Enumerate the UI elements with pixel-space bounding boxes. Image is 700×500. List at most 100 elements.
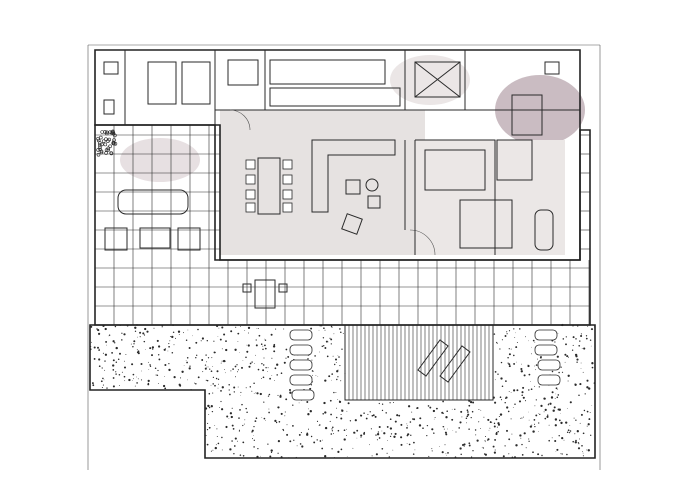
- gravel-dot: [567, 374, 570, 377]
- gravel-dot: [273, 343, 276, 346]
- gravel-dot: [185, 360, 187, 361]
- gravel-dot: [510, 392, 512, 393]
- gravel-dot: [378, 437, 381, 439]
- gravel-dot: [566, 431, 569, 433]
- gravel-dot: [285, 398, 288, 401]
- gravel-dot: [229, 393, 231, 396]
- gravel-dot: [205, 379, 207, 381]
- stepping-stone: [534, 329, 558, 341]
- gravel-dot: [112, 359, 115, 362]
- dining-chair: [282, 202, 293, 213]
- gravel-dot: [414, 449, 416, 451]
- gravel-dot: [234, 437, 237, 440]
- gravel-dot: [115, 373, 117, 375]
- gravel-dot: [548, 403, 549, 404]
- gravel-dot: [563, 439, 565, 441]
- gravel-dot: [567, 356, 569, 358]
- gravel-dot: [513, 328, 515, 330]
- gravel-dot: [431, 448, 433, 450]
- gravel-dot: [493, 425, 496, 428]
- gravel-dot: [378, 425, 381, 429]
- gravel-dot: [319, 440, 322, 442]
- gravel-dot: [580, 333, 582, 335]
- gravel-dot: [271, 375, 273, 376]
- gravel-dot: [196, 354, 198, 356]
- gravel-dot: [356, 437, 358, 439]
- gravel-dot: [98, 349, 100, 351]
- gravel-dot: [522, 386, 525, 389]
- gravel-dot: [204, 367, 207, 370]
- bed-right-top: [511, 94, 543, 136]
- gravel-dot: [112, 364, 115, 367]
- gravel-dot: [169, 336, 171, 337]
- gravel-dot: [260, 378, 262, 380]
- gravel-dot: [244, 330, 246, 331]
- gravel-dot: [393, 402, 394, 403]
- outdoor-table: [139, 227, 171, 249]
- gravel-dot: [96, 328, 98, 330]
- gravel-dot: [349, 420, 352, 422]
- gravel-dot: [556, 396, 559, 399]
- gravel-dot: [124, 380, 126, 382]
- gravel-dot: [585, 335, 588, 337]
- gravel-dot: [564, 361, 566, 363]
- ottoman: [367, 195, 381, 209]
- gravel-dot: [346, 435, 347, 436]
- gravel-dot: [557, 389, 559, 390]
- gravel-dot: [461, 443, 465, 447]
- gravel-dot: [154, 367, 157, 370]
- gravel-dot: [579, 383, 582, 386]
- gravel-dot: [221, 386, 224, 389]
- gravel-dot: [353, 431, 356, 434]
- gravel-dot: [558, 371, 560, 374]
- gravel-dot: [314, 355, 316, 357]
- gravel-dot: [255, 392, 256, 394]
- gravel-dot: [244, 419, 246, 421]
- gravel-dot: [586, 425, 588, 427]
- gravel-dot: [249, 362, 252, 365]
- gravel-dot: [261, 362, 263, 365]
- gravel-dot: [131, 363, 134, 366]
- gravel-dot: [521, 394, 523, 396]
- gravel-dot: [217, 335, 219, 337]
- bath-toilet: [103, 99, 115, 115]
- gravel-dot: [439, 446, 440, 448]
- gravel-dot: [467, 411, 469, 413]
- gravel-dot: [220, 400, 222, 403]
- gravel-dot: [496, 343, 498, 344]
- gravel-dot: [251, 361, 253, 363]
- gravel-dot: [360, 434, 363, 437]
- gravel-dot: [168, 363, 170, 365]
- gravel-dot: [337, 369, 339, 371]
- gravel-dot: [187, 379, 188, 381]
- gravel-dot: [255, 339, 257, 341]
- gravel-dot: [205, 407, 208, 410]
- gravel-dot: [347, 402, 350, 405]
- gravel-dot: [301, 445, 304, 448]
- gravel-dot: [236, 364, 238, 366]
- gravel-dot: [505, 380, 507, 382]
- gravel-dot: [582, 452, 584, 454]
- gravel-dot: [262, 369, 265, 372]
- gravel-dot: [275, 328, 277, 330]
- gravel-dot: [507, 357, 509, 359]
- gravel-dot: [132, 345, 134, 348]
- gravel-dot: [259, 392, 262, 396]
- gravel-dot: [265, 367, 267, 369]
- gravel-dot: [300, 432, 302, 434]
- gravel-dot: [289, 440, 292, 443]
- gravel-dot: [271, 357, 273, 359]
- gravel-dot: [238, 417, 240, 419]
- gravel-dot: [499, 396, 502, 399]
- gravel-dot: [481, 446, 483, 448]
- gravel-dot: [265, 419, 266, 421]
- gravel-dot: [537, 453, 540, 456]
- gravel-dot: [494, 379, 496, 381]
- gravel-dot: [356, 429, 359, 432]
- gravel-dot: [591, 405, 593, 406]
- gravel-dot: [221, 348, 223, 350]
- gravel-dot: [422, 427, 424, 429]
- gravel-dot: [221, 326, 224, 329]
- room-wash-right: [415, 140, 565, 255]
- gravel-dot: [144, 327, 147, 331]
